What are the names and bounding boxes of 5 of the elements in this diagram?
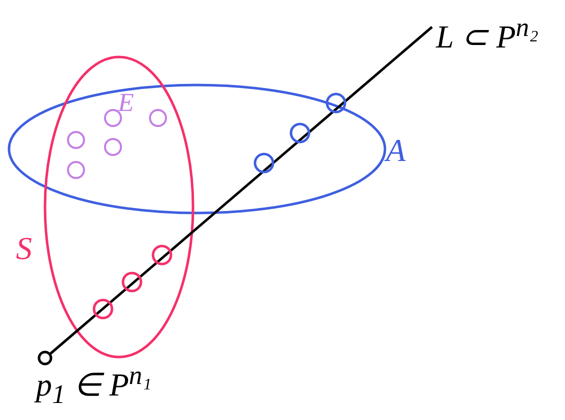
math-label: A — [386, 134, 406, 166]
math-label: L ⊂ P$^{n₂}$ — [436, 14, 538, 53]
math-label: E — [118, 90, 134, 116]
math-label: p$_{1}$ ∈ P$^{n₁}$ — [36, 362, 152, 408]
math-label: S — [16, 232, 32, 264]
